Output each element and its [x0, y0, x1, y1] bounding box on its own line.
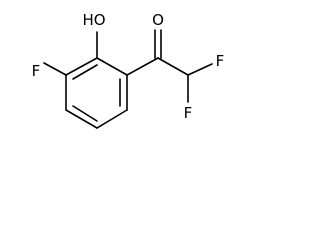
ring-bond-c5-c6 [96, 109, 128, 129]
difluoro-f-upper-label: F [216, 52, 225, 70]
benzene-ring [65, 57, 128, 129]
ring-bond-c2-c3 [65, 57, 98, 76]
carbonyl-oxygen-label: O [152, 11, 164, 29]
ring-bond-c1-c2 [96, 57, 128, 76]
ring-fluorine-label: F [32, 62, 41, 80]
ring-double-bond-c4-c5 [72, 105, 98, 122]
bond-chf2-f-upper [187, 63, 213, 76]
bond-carbonyl-chf2 [157, 57, 189, 76]
ring-double-bond-c2-c3 [72, 64, 98, 80]
bond-c1-carbonyl [126, 57, 159, 76]
bond-c3-f [43, 62, 67, 76]
hydroxyl-label: HO [82, 11, 105, 29]
molecule-structure: HO F O F F [32, 11, 225, 129]
ring-bond-c4-c5 [65, 109, 98, 129]
difluoro-f-lower-label: F [184, 104, 193, 122]
